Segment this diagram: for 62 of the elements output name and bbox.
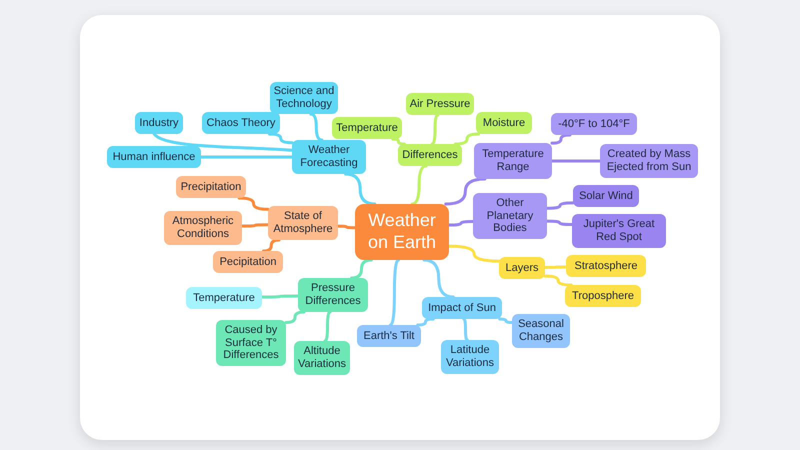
branch-line bbox=[200, 156, 294, 158]
topic-box: Precipitation bbox=[176, 176, 246, 198]
branch-line bbox=[240, 223, 270, 228]
branch-line bbox=[448, 220, 474, 227]
branch-line bbox=[454, 132, 480, 146]
topic-box: Air Pressure bbox=[406, 93, 474, 115]
topic-box: Human influence bbox=[107, 146, 201, 168]
topic-box: Chaos Theory bbox=[202, 112, 280, 134]
branch-line bbox=[284, 310, 306, 324]
topic-box: Atmospheric Conditions bbox=[164, 211, 242, 245]
topic-box: Impact of Sun bbox=[422, 297, 502, 319]
branch-line bbox=[422, 258, 455, 298]
topic-box: Moisture bbox=[476, 112, 532, 134]
branch-line bbox=[546, 220, 574, 226]
topic-box: Caused by Surface T° Differences bbox=[216, 320, 286, 366]
branch-line bbox=[550, 134, 572, 145]
branch-line bbox=[546, 201, 574, 210]
topic-box: Weather Forecasting bbox=[292, 140, 366, 174]
topic-box: Seasonal Changes bbox=[512, 314, 570, 348]
topic-box: Temperature Range bbox=[474, 143, 552, 179]
branch-line bbox=[268, 132, 294, 144]
branch-line bbox=[498, 318, 514, 324]
branch-line bbox=[388, 258, 400, 326]
topic-box: Created by Mass Ejected from Sun bbox=[600, 144, 698, 178]
topic-box: State of Atmosphere bbox=[268, 206, 338, 240]
topic-box: Industry bbox=[135, 112, 183, 134]
branch-line bbox=[391, 138, 406, 146]
branch-line bbox=[344, 172, 376, 206]
topic-box: Science and Technology bbox=[270, 82, 338, 114]
branch-line bbox=[260, 294, 300, 298]
topic-box: Pecipitation bbox=[213, 251, 283, 273]
branch-line bbox=[152, 132, 294, 152]
topic-box: Altitude Variations bbox=[294, 341, 350, 375]
topic-box: Temperature bbox=[186, 287, 262, 309]
branch-line bbox=[238, 196, 270, 211]
branch-line bbox=[262, 238, 281, 252]
branch-line bbox=[336, 224, 356, 230]
branch-line bbox=[448, 244, 500, 263]
topic-box: Jupiter's Great Red Spot bbox=[572, 214, 666, 248]
branch-line bbox=[309, 112, 324, 142]
central-topic-box: Weather on Earth bbox=[355, 204, 449, 260]
topic-box: Differences bbox=[398, 144, 462, 166]
topic-box: Pressure Differences bbox=[298, 278, 368, 312]
topic-box: Stratosphere bbox=[566, 255, 646, 277]
topic-box: Earth's Tilt bbox=[357, 325, 421, 347]
branch-line bbox=[430, 114, 440, 146]
topic-box: Solar Wind bbox=[573, 185, 639, 207]
branch-line bbox=[544, 265, 568, 269]
topic-box: Latitude Variations bbox=[441, 340, 499, 374]
branch-line bbox=[462, 318, 469, 342]
topic-box: Layers bbox=[499, 257, 545, 279]
branch-line bbox=[323, 310, 332, 342]
topic-box: -40°F to 104°F bbox=[551, 113, 637, 135]
topic-box: Troposphere bbox=[565, 285, 641, 307]
topic-box: Temperature bbox=[332, 117, 402, 139]
branch-line bbox=[416, 318, 435, 326]
topic-box: Other Planetary Bodies bbox=[473, 193, 547, 239]
branch-line bbox=[444, 178, 486, 206]
branch-line bbox=[350, 258, 373, 280]
branch-line bbox=[544, 274, 573, 286]
branch-line bbox=[410, 164, 428, 206]
branch-line bbox=[550, 160, 602, 162]
